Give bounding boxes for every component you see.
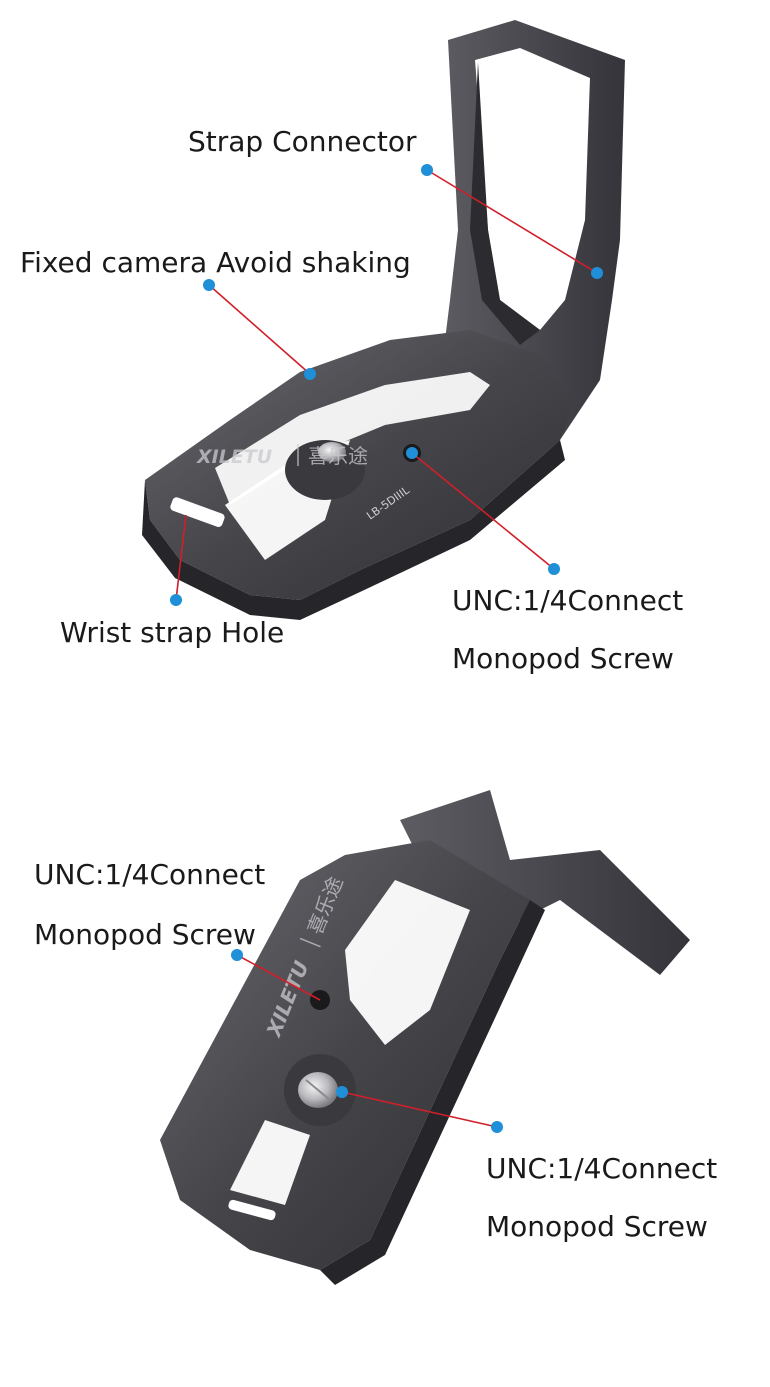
label-wrist-strap-hole: Wrist strap Hole (60, 616, 285, 649)
callout-dot-strap-start (421, 164, 433, 176)
bottom-bracket-window-upper (345, 880, 470, 1045)
callout-dot-fixed-end (304, 368, 316, 380)
top-watermark-logo: XILETU (196, 446, 273, 468)
top-watermark-cjk: 喜乐途 (308, 444, 368, 468)
label-strap-connector: Strap Connector (188, 125, 417, 158)
callout-dot-top-hole (406, 447, 418, 459)
bottom-bracket (160, 790, 690, 1285)
label-top-unc-line1: UNC:1/4Connect (452, 584, 684, 617)
label-bottom-right-unc-line1: UNC:1/4Connect (486, 1152, 718, 1185)
top-bracket-wrist-slot (170, 497, 225, 528)
top-bracket-arm-slot (475, 48, 590, 330)
callout-dot-wrist (170, 594, 182, 606)
bottom-bracket-wrist-slot (228, 1199, 276, 1221)
callout-dot-top-unc (548, 563, 560, 575)
bottom-bracket-arm (400, 790, 690, 975)
callout-dot-fixed-start (203, 279, 215, 291)
label-top-unc-line2: Monopod Screw (452, 642, 674, 675)
top-watermark: XILETU 喜乐途 (196, 444, 368, 468)
callout-dot-bottom-left (231, 949, 243, 961)
top-bracket-screw (318, 442, 346, 462)
label-bottom-left-unc-line1: UNC:1/4Connect (34, 858, 266, 891)
bottom-bracket-window-lower (230, 1120, 310, 1205)
callout-dot-bottom-screw (336, 1086, 348, 1098)
top-leader-lines (175, 169, 598, 601)
callout-dot-bottom-right (491, 1121, 503, 1133)
top-bracket: LB-5DIIIL (142, 20, 625, 620)
bottom-leader-lines (236, 954, 498, 1128)
label-fixed-camera: Fixed camera Avoid shaking (20, 246, 411, 279)
callout-dot-strap-end (591, 267, 603, 279)
label-bottom-left-unc-line2: Monopod Screw (34, 918, 256, 951)
label-bottom-right-unc-line2: Monopod Screw (486, 1210, 708, 1243)
top-bracket-clamp-slot (215, 372, 490, 505)
